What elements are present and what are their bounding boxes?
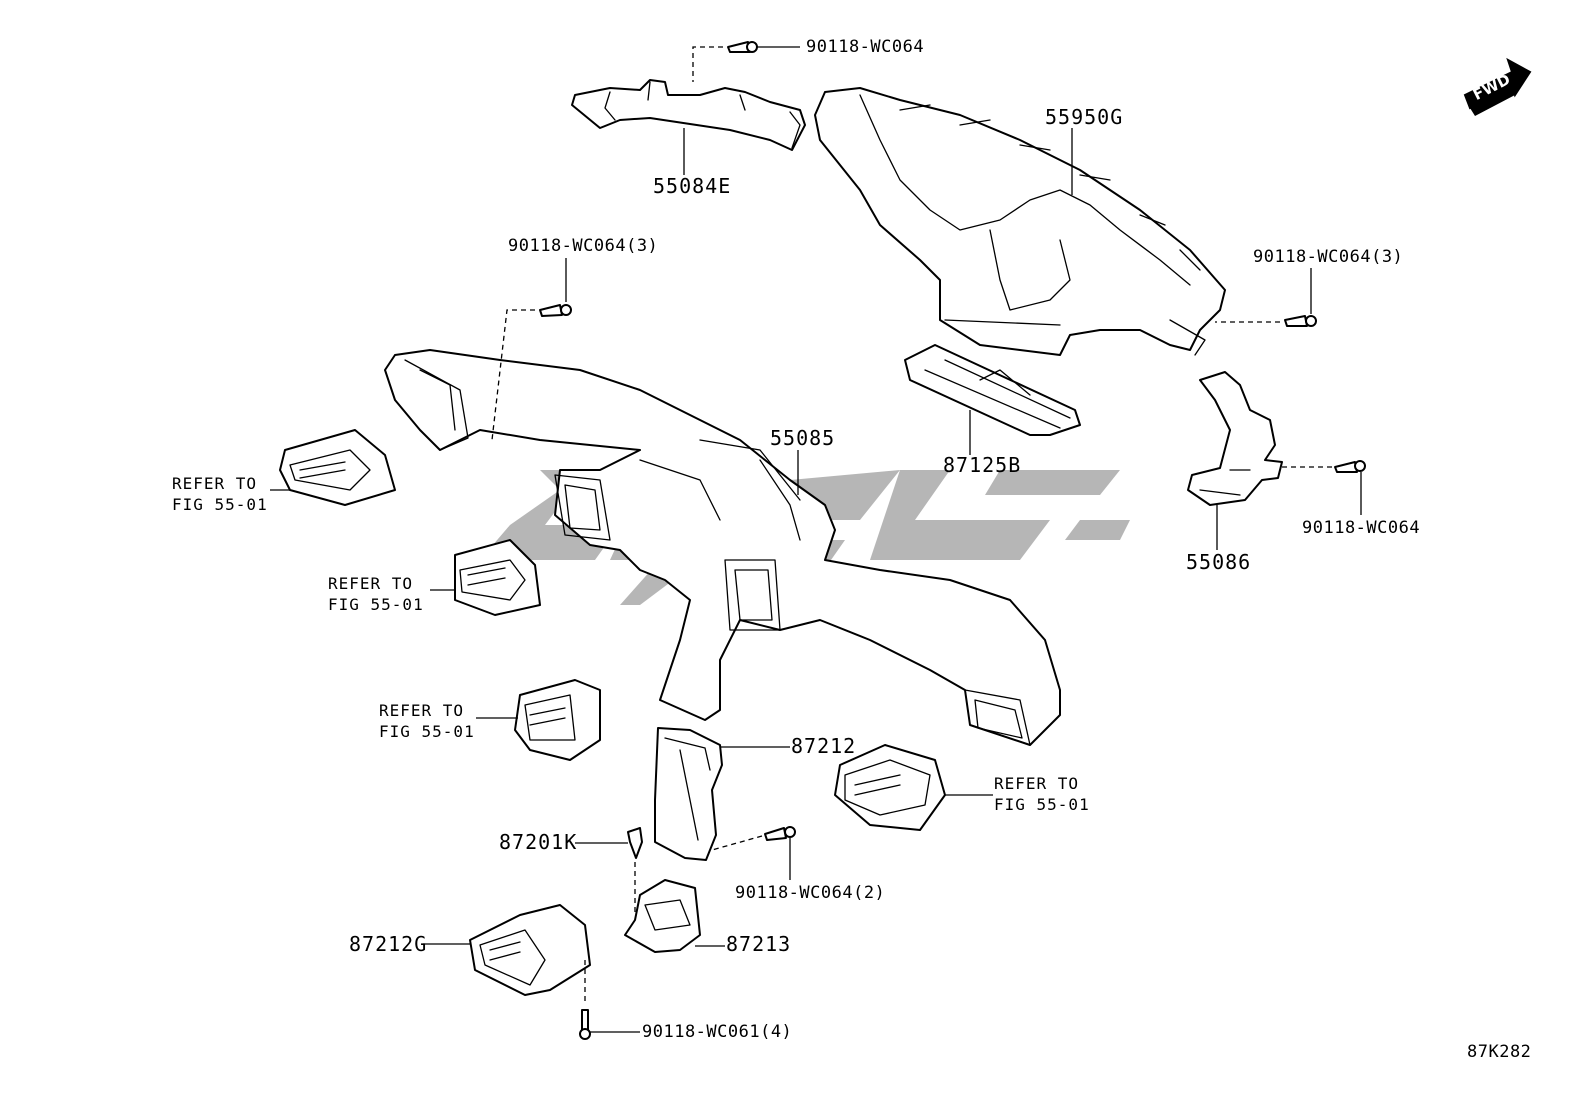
callout-screw-87212: 90118-WC064(2) (735, 883, 886, 903)
duct-55086 (1187, 371, 1283, 506)
assembly-lines (491, 46, 1332, 1005)
clip-87201k (627, 827, 643, 859)
duct-87212g (469, 904, 591, 996)
register-vent-right (834, 744, 946, 831)
reference-note-2-line1: REFER TO (328, 574, 414, 593)
duct-55085 (384, 349, 1061, 746)
grille-87125b (904, 344, 1081, 436)
screw-icon (579, 1009, 591, 1040)
screw-icon (1334, 460, 1366, 473)
reference-note-4-line1: REFER TO (994, 774, 1080, 793)
screw-icon (727, 41, 758, 53)
duct-55084e (571, 79, 806, 151)
callout-screw-left: 90118-WC064(3) (508, 236, 659, 256)
duct-55950g (814, 87, 1226, 356)
diagram-code: 87K282 (1467, 1042, 1532, 1062)
register-vent-left-upper (279, 429, 396, 506)
reference-note-1-line1: REFER TO (172, 474, 258, 493)
callout-55086: 55086 (1186, 550, 1252, 574)
callout-screw-87212g: 90118-WC061(4) (642, 1022, 793, 1042)
reference-note-1-line2: FIG 55-01 (172, 495, 268, 514)
leader-lines (270, 46, 1362, 1033)
callout-55084e: 55084E (653, 174, 732, 198)
callout-87212g: 87212G (349, 932, 428, 956)
callout-87212: 87212 (791, 734, 857, 758)
register-vent-left-middle (454, 539, 541, 616)
register-vent-left-lower (514, 679, 601, 761)
callout-87213: 87213 (726, 932, 792, 956)
callout-55085: 55085 (770, 426, 836, 450)
duct-87213 (624, 879, 701, 953)
reference-note-3-line1: REFER TO (379, 701, 465, 720)
reference-note-4-line2: FIG 55-01 (994, 795, 1090, 814)
duct-87212 (654, 727, 723, 861)
fwd-arrow-icon (1463, 57, 1532, 116)
callout-screw-upper: 90118-WC064 (806, 37, 925, 57)
screw-icon (1284, 315, 1317, 327)
callout-screw-right: 90118-WC064(3) (1253, 247, 1404, 267)
reference-note-2-line2: FIG 55-01 (328, 595, 424, 614)
callout-screw-55086: 90118-WC064 (1302, 518, 1421, 538)
reference-note-3-line2: FIG 55-01 (379, 722, 475, 741)
callout-87125b: 87125B (943, 453, 1022, 477)
screw-icon (764, 826, 796, 841)
callout-55950g: 55950G (1045, 105, 1124, 129)
callout-87201k: 87201K (499, 830, 578, 854)
screw-icon (539, 304, 572, 317)
